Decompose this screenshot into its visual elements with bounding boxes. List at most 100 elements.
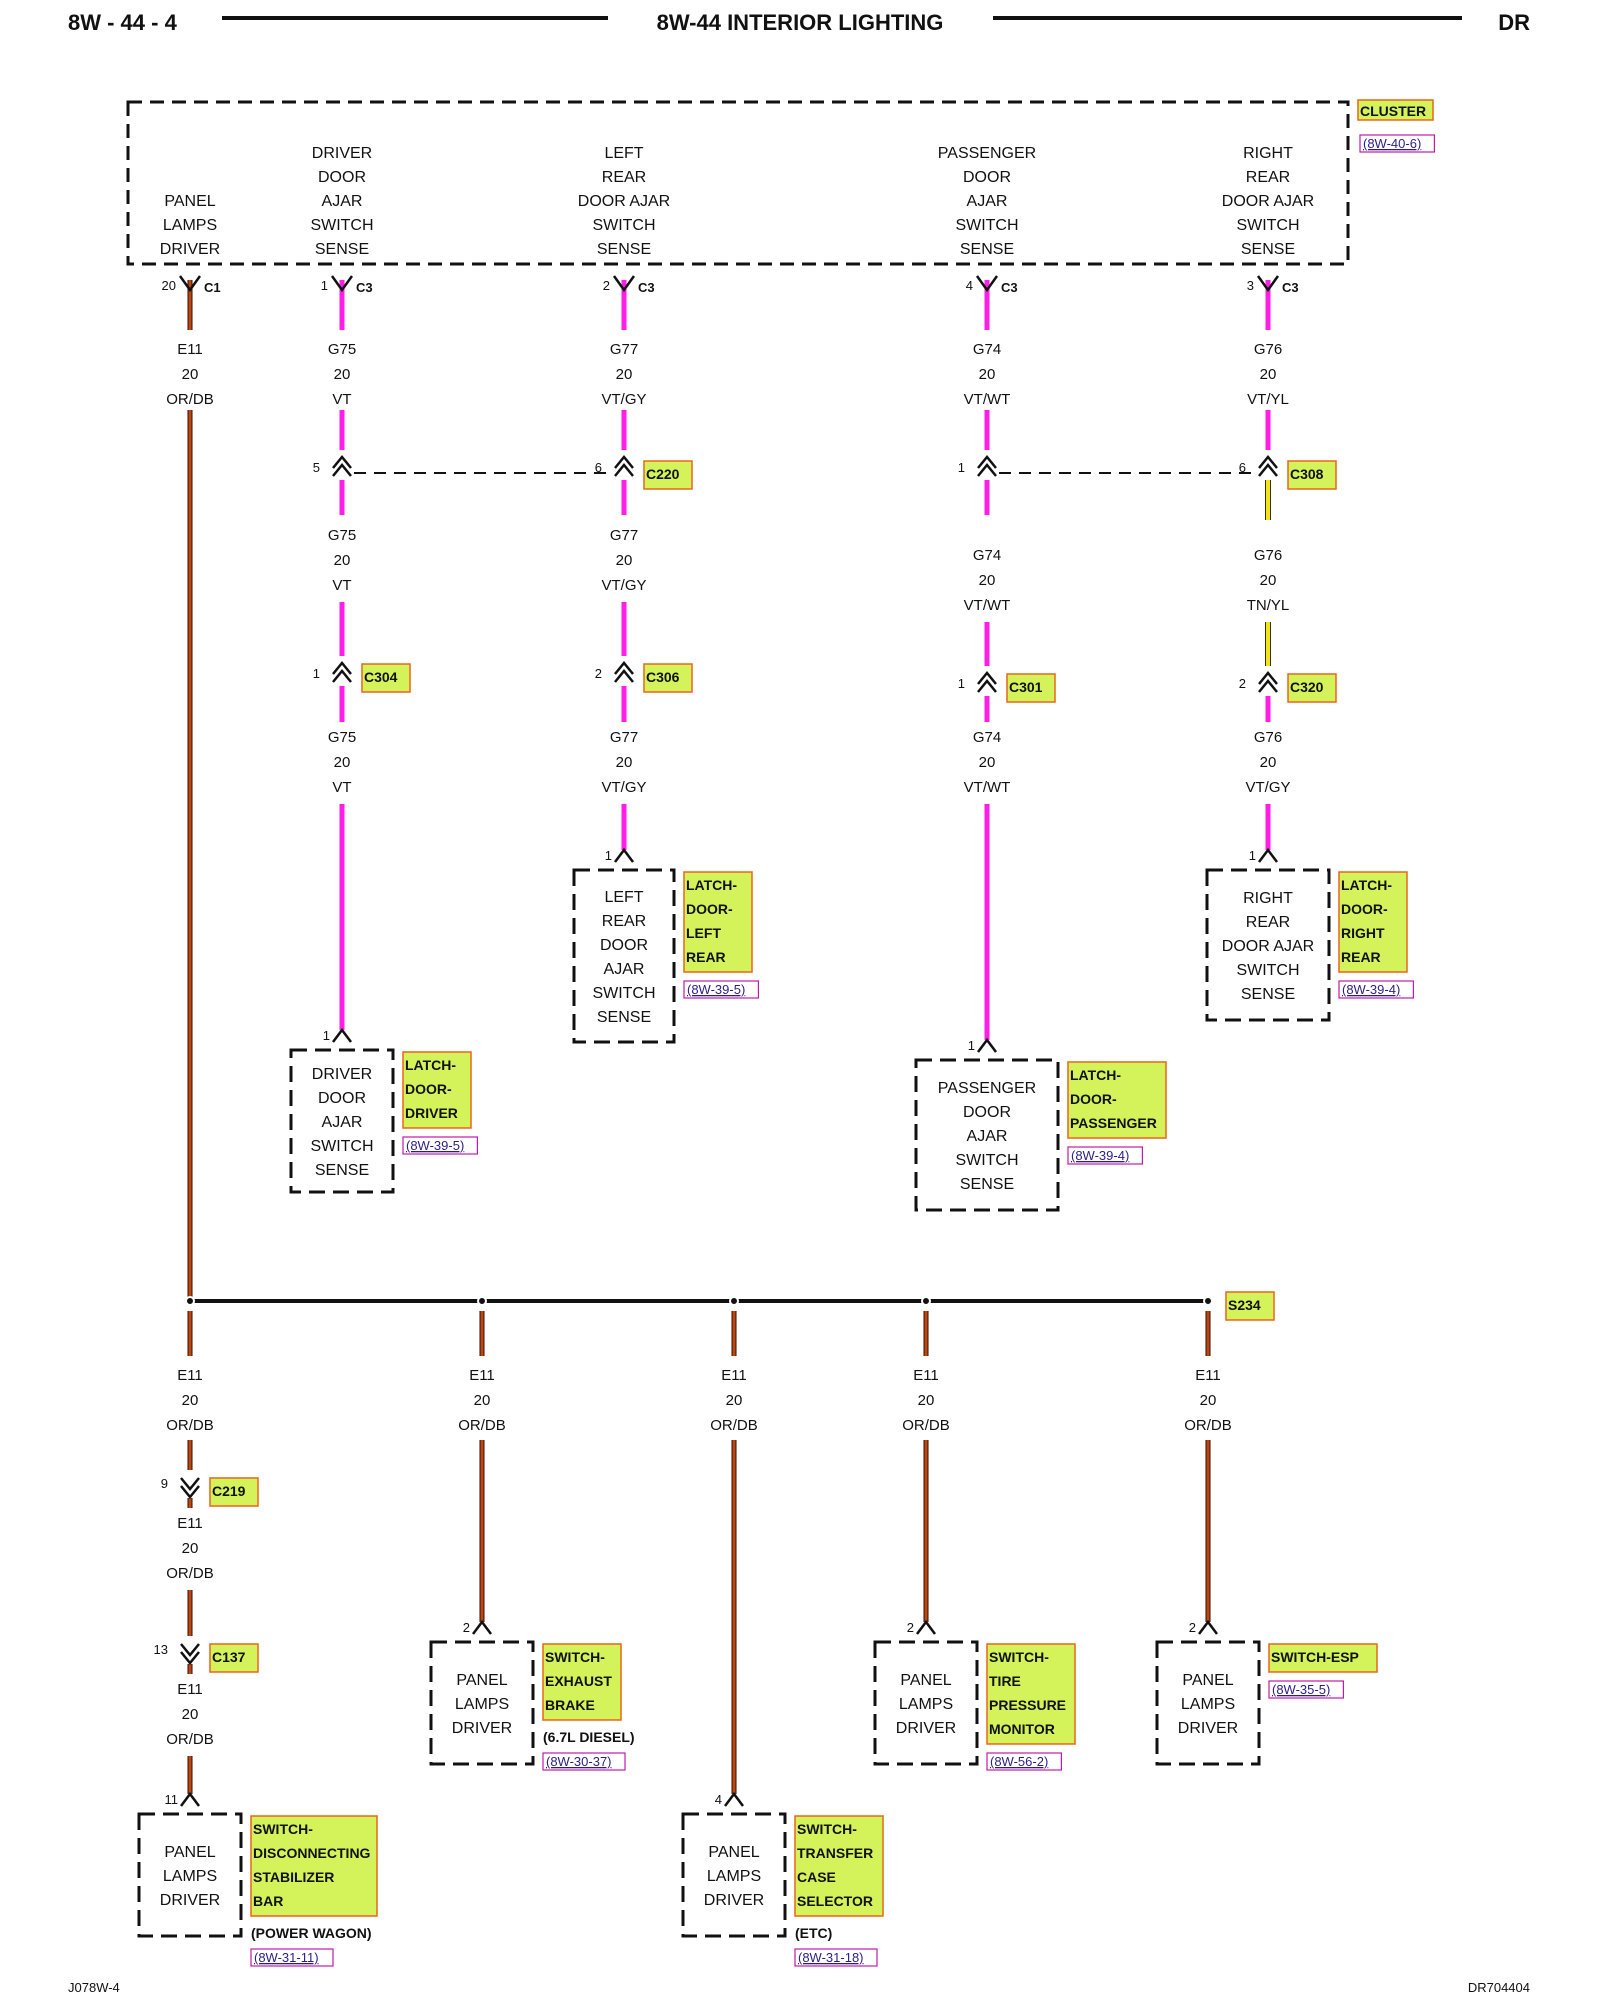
door-conn-a-chevron-top: [1258, 455, 1278, 469]
panel-main-circuit: E11: [177, 341, 203, 358]
branch-component-label-line: TIRE: [989, 1673, 1021, 1689]
splice-label-bg: [1225, 1291, 1275, 1321]
door-conn-b-name-bg: [1287, 673, 1337, 703]
branch-inline-pin: 13: [154, 1642, 168, 1657]
door-seg1-gauge: 20: [979, 366, 996, 383]
door-conn-b-name-line: C306: [646, 669, 680, 685]
door-conn-b-name-line: C320: [1290, 679, 1324, 695]
cluster-input-text: DOOR: [963, 169, 1011, 186]
cluster-input-text: SWITCH: [1236, 217, 1299, 234]
branch-component-label-line: BAR: [253, 1893, 283, 1909]
door-conn-b-chevron-top: [977, 671, 997, 685]
door-component-text: SENSE: [960, 1176, 1014, 1193]
branch-wire-gauge: 20: [182, 1392, 199, 1409]
cluster-ref-frame: [1359, 134, 1436, 153]
cluster-label-group: CLUSTERPANELLAMPSDRIVERDRIVERDOORAJARSWI…: [160, 99, 1434, 258]
branch-component-ref: (8W-35-5): [1272, 1682, 1330, 1697]
branch-inline-conn-chevron-top: [180, 1643, 200, 1657]
branch-wire-color: OR/DB: [902, 1417, 950, 1434]
branch-component-text: PANEL: [164, 1844, 215, 1861]
door-component-box: [914, 1058, 1060, 1212]
cluster-input-text: REAR: [602, 169, 646, 186]
door-component-label-line: LATCH-: [405, 1057, 456, 1073]
door-conn-b-chevron-top: [614, 661, 634, 675]
door-conn-b-name-bg: [1006, 673, 1056, 703]
branch-component-label-line: SWITCH-: [797, 1821, 857, 1837]
branch-component-ref: (8W-30-37): [546, 1754, 612, 1769]
branch-component-text: LAMPS: [163, 1868, 217, 1885]
door-component-ref: (8W-39-5): [687, 982, 745, 997]
branch-component-text: PANEL: [1182, 1672, 1233, 1689]
door-conn-a-name-line: C308: [1290, 466, 1324, 482]
cluster-input-text: SENSE: [597, 241, 651, 258]
branch-component-label-line: SWITCH-: [989, 1649, 1049, 1665]
door-component-label-line: REAR: [1341, 949, 1381, 965]
door-component-text: SWITCH: [955, 1152, 1018, 1169]
door-component-label-line: DRIVER: [405, 1105, 458, 1121]
branch-inline-pin: 9: [161, 1476, 168, 1491]
door-seg1-color: VT/YL: [1247, 391, 1289, 408]
door-conn-b-chevron-top: [332, 661, 352, 675]
branch-component-label-line: CASE: [797, 1869, 836, 1885]
branch-component-text: PANEL: [900, 1672, 951, 1689]
door-component-text: RIGHT: [1243, 890, 1293, 907]
branch-wire-gauge: 20: [1200, 1392, 1217, 1409]
cluster-connector-name: C3: [1282, 280, 1299, 295]
door-seg2-color: VT: [332, 577, 351, 594]
cluster-pin-fork: [1256, 275, 1280, 293]
door-component-label-line: PASSENGER: [1070, 1115, 1157, 1131]
branch-component-ref-frame: [986, 1752, 1063, 1771]
branch-component-note: (ETC): [795, 1925, 832, 1941]
branch-wire-circuit: E11: [1195, 1367, 1221, 1384]
cluster-input-text: SWITCH: [955, 217, 1018, 234]
door-seg2-color: VT/WT: [964, 597, 1011, 614]
branch-component-text: LAMPS: [455, 1696, 509, 1713]
branch-component-text: LAMPS: [1181, 1696, 1235, 1713]
branch-component-ref: (8W-56-2): [990, 1754, 1048, 1769]
door-component-pin-chevron: [614, 847, 634, 863]
branch-component-box: [429, 1640, 535, 1766]
splice-dot: [729, 1296, 739, 1306]
branch-inline-after-gauge: 20: [182, 1706, 199, 1723]
branch-component-box: [681, 1812, 787, 1938]
door-component-ref-frame: [402, 1136, 479, 1155]
branch-component-label-line: EXHAUST: [545, 1673, 612, 1689]
door-conn-b-name-bg: [643, 663, 693, 693]
branch-component-label-bg: [794, 1815, 884, 1917]
door-component-label-line: REAR: [686, 949, 726, 965]
branch-component-pin-chevron: [472, 1619, 492, 1635]
splice-label-line: S234: [1228, 1297, 1261, 1313]
door-component-label-line: LATCH-: [1070, 1067, 1121, 1083]
door-seg3-gauge: 20: [1260, 754, 1277, 771]
door-component-ref-frame: [683, 980, 760, 999]
cluster-connector-name: C1: [204, 280, 221, 295]
branch-component-label-line: SWITCH-: [253, 1821, 313, 1837]
splice-dot: [921, 1296, 931, 1306]
door-seg3-circuit: G75: [328, 729, 356, 746]
branch-wire-color: OR/DB: [166, 1417, 214, 1434]
page-id: 8W - 44 - 4: [68, 10, 178, 35]
branch-inline-name-bg: [209, 1643, 259, 1673]
panel-main-gauge: 20: [182, 366, 199, 383]
door-component-text: DOOR: [318, 1090, 366, 1107]
branch-inline-name-bg: [209, 1477, 259, 1507]
door-conn-b-name-line: C304: [364, 669, 398, 685]
branch-inline-conn-chevron-bottom: [180, 1485, 200, 1499]
door-seg2-color: TN/YL: [1247, 597, 1290, 614]
cluster-input-text: DRIVER: [312, 145, 372, 162]
branch-component-pin: 2: [907, 1620, 914, 1635]
door-seg3-color: VT/GY: [1245, 779, 1290, 796]
door-component-text: AJAR: [967, 1128, 1008, 1145]
door-component-label-bg: [1067, 1061, 1167, 1139]
door-component-text: AJAR: [322, 1114, 363, 1131]
branch-component-label-line: DISCONNECTING: [253, 1845, 371, 1861]
door-seg1-circuit: G76: [1254, 341, 1282, 358]
door-conn-a-chevron-bottom: [977, 463, 997, 477]
door-component-pin: 1: [323, 1028, 330, 1043]
branch-component-pin: 11: [165, 1792, 179, 1807]
branch-component-text: LAMPS: [899, 1696, 953, 1713]
branch-component-text: DRIVER: [1178, 1720, 1238, 1737]
door-seg2-gauge: 20: [1260, 572, 1277, 589]
door-component-label-line: LATCH-: [686, 877, 737, 893]
door-component-pin-chevron: [977, 1037, 997, 1053]
